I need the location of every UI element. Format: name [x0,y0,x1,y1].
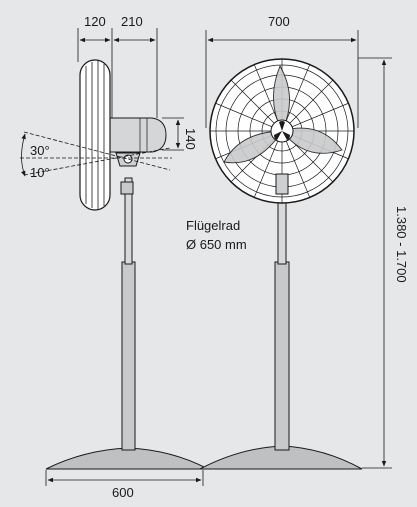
side-view-grille [79,59,111,211]
side-view-height-clamp [120,181,134,195]
side-view-lower-pole [121,261,136,451]
front-view-control-box [275,173,289,195]
width-value: 700 [268,14,290,29]
height-range-value: 1.380 - 1.700 [394,206,409,283]
side-view-base [45,447,209,470]
front-view-blades [223,64,343,164]
tilt-angle-arc [21,133,26,177]
impeller-diameter: Ø 650 mm [186,237,247,252]
fan-offset-dimension: 210 [113,14,158,118]
head-depth-value: 120 [84,14,106,29]
side-view-pivot [123,154,133,164]
fan-offset-value: 210 [121,14,143,29]
side-view-grille-lines [85,61,105,209]
side-view-upper-pole [124,177,133,265]
base-width-dimension: 600 [45,470,204,500]
tilt-down-label: 10° [30,165,50,180]
motor-height-dimension: 140 [162,117,198,151]
head-depth-dimension: 120 [77,14,113,118]
tilt-angle-lines [20,131,172,176]
hub-logo-icon [274,121,290,140]
front-view: Flügelrad Ø 650 mm 700 1.380 - 1.700 [186,14,409,470]
base-width-value: 600 [112,485,134,500]
side-view-motor [109,117,167,153]
impeller-label: Flügelrad [186,218,240,233]
width-dimension: 700 [205,14,359,128]
side-view: 30° 10° 120 210 140 600 [20,14,209,500]
front-view-lower-pole [274,261,290,451]
motor-height-value: 140 [183,128,198,150]
tilt-up-label: 30° [30,143,50,158]
height-dimension: 1.380 - 1.700 [358,57,409,469]
